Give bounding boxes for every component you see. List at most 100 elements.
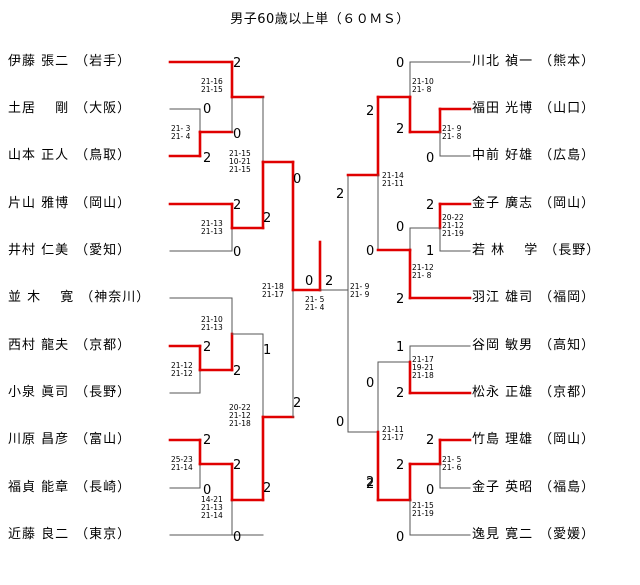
game-count-R17: 2 [426, 433, 434, 448]
set-score-L_r1_d-2: 21-13 [201, 323, 223, 332]
set-score-L_r2_c-3: 21-18 [229, 419, 251, 428]
set-score-R_r1_d-2: 19-21 [412, 363, 434, 372]
set-score-R_r2_d-2: 21-19 [412, 509, 434, 518]
player-left-5: 井村 仁美（愛知） [8, 242, 131, 260]
player-prefecture: （長野） [544, 243, 601, 258]
set-score-L_r1_b-2: 21-15 [201, 85, 223, 94]
player-name: 羽江 雄司 [472, 290, 534, 305]
player-name: 松永 正雄 [472, 385, 534, 400]
game-count-R10: 2 [336, 187, 344, 202]
set-score-R_r1_c-3: 21-19 [442, 229, 464, 238]
game-count-R14: 0 [396, 530, 404, 545]
player-name: 土居 剛 [8, 101, 70, 116]
game-count-L9: 1 [263, 343, 271, 358]
set-score-L_r2_b-2: 21-13 [201, 227, 223, 236]
set-score-R_r1_e-2: 21- 6 [442, 463, 462, 472]
player-left-8: 小泉 眞司（長野） [8, 384, 131, 402]
set-score-R_r2_c-1: 21-11 [382, 425, 404, 434]
player-name: 逸見 寛二 [472, 527, 534, 542]
player-name: 若 林 学 [472, 243, 539, 258]
player-right-3: 中前 好雄（広島） [472, 147, 595, 165]
player-prefecture: （高知） [539, 338, 596, 353]
set-score-L_r2_b-1: 21-13 [201, 219, 223, 228]
player-left-10: 福貞 能章（長崎） [8, 479, 131, 497]
game-count-L17: 2 [263, 481, 271, 496]
set-score-R_r2_b-2: 21- 8 [412, 271, 432, 280]
game-count-R6: 2 [396, 292, 404, 307]
set-score-L_r2_a-1: 21-15 [229, 149, 251, 158]
player-prefecture: （福島） [539, 480, 596, 495]
player-right-9: 竹島 理雄 （岡山） [472, 431, 595, 449]
game-count-L16: 0 [233, 530, 241, 545]
player-prefecture: （京都） [75, 338, 132, 353]
player-left-4: 片山 雅博（岡山） [8, 195, 131, 213]
set-score-R_r1_c-1: 20-22 [442, 213, 464, 222]
game-count-R21: 2 [366, 475, 374, 490]
player-prefecture: （京都） [539, 385, 596, 400]
set-score-F-2: 21- 4 [305, 303, 325, 312]
game-count-L3: 2 [203, 151, 211, 166]
set-score-L_r1_c-2: 21-12 [171, 369, 193, 378]
game-count-L10: 2 [203, 340, 211, 355]
player-name: 伊藤 張二 [8, 54, 70, 69]
set-score-L_r2_d-2: 21-13 [201, 503, 223, 512]
set-score-L_r1_b-1: 21-16 [201, 77, 223, 86]
player-prefecture: （山口） [539, 101, 596, 116]
player-name: 竹島 理雄 [472, 432, 534, 447]
player-name: 近藤 良二 [8, 527, 70, 542]
player-name: 西村 龍夫 [8, 338, 70, 353]
game-count-R7: 1 [426, 244, 434, 259]
game-count-L7: 2 [263, 211, 271, 226]
game-count-R4: 0 [426, 151, 434, 166]
player-prefecture: （岡山） [539, 432, 596, 447]
player-name: 福貞 能章 [8, 480, 70, 495]
player-left-3: 山本 正人（鳥取） [8, 147, 131, 165]
player-prefecture: （岡山） [539, 196, 596, 211]
player-right-5: 若 林 学 （長野） [472, 242, 600, 260]
game-count-R11: 1 [396, 340, 404, 355]
game-count-L12: 2 [233, 364, 241, 379]
player-left-7: 西村 龍夫 （京都） [8, 337, 131, 355]
set-score-R_r1_b-2: 21- 8 [442, 132, 462, 141]
set-score-L_r2_d-3: 21-14 [201, 511, 223, 520]
set-score-R_r1_d-3: 21-18 [412, 371, 434, 380]
set-score-L_r1_e-2: 21-14 [171, 463, 193, 472]
game-count-R12: 0 [366, 376, 374, 391]
game-count-L1: 2 [233, 56, 241, 71]
player-name: 片山 雅博 [8, 196, 70, 211]
game-count-L21: 0 [305, 274, 313, 289]
set-score-R_r2_c-2: 21-17 [382, 433, 404, 442]
game-count-R5: 0 [396, 220, 404, 235]
player-right-4: 金子 廣志 （岡山） [472, 195, 595, 213]
set-score-R_r2_a-2: 21-11 [382, 179, 404, 188]
set-score-R_r1_c-2: 21-12 [442, 221, 464, 230]
game-count-L13: 2 [203, 433, 211, 448]
set-score-L_r1_a-2: 21- 4 [171, 132, 191, 141]
game-count-R2: 2 [396, 122, 404, 137]
player-prefecture: （福岡） [539, 290, 596, 305]
game-count-R8: 2 [426, 198, 434, 213]
player-name: 川北 禎一 [472, 54, 534, 69]
game-count-L2: 0 [203, 102, 211, 117]
player-left-11: 近藤 良二（東京） [8, 526, 131, 544]
set-score-L_r2_c-2: 21-12 [229, 411, 251, 420]
set-score-L_r1_e-1: 25-23 [171, 455, 193, 464]
player-right-10: 金子 英昭 （福島） [472, 479, 595, 497]
set-score-R_r2_b-1: 21-12 [412, 263, 434, 272]
set-score-L_sf-2: 21-17 [262, 290, 284, 299]
game-count-L6: 0 [233, 245, 241, 260]
set-score-L_sf-1: 21-18 [262, 282, 284, 291]
game-count-R3: 2 [366, 104, 374, 119]
player-name: 金子 廣志 [472, 196, 534, 211]
player-prefecture: （愛知） [75, 243, 132, 258]
game-count-L4: 0 [233, 127, 241, 142]
player-prefecture: （大阪） [75, 101, 132, 116]
player-name: 金子 英昭 [472, 480, 534, 495]
player-left-6: 並 木 寛（神奈川） [8, 289, 150, 307]
game-count-L15: 2 [233, 458, 241, 473]
game-count-L14: 0 [203, 483, 211, 498]
game-count-R13: 2 [366, 477, 374, 492]
game-count-L5: 2 [233, 198, 241, 213]
set-score-R_r2_d-1: 21-15 [412, 501, 434, 510]
set-score-R_r2_a-1: 21-14 [382, 171, 404, 180]
